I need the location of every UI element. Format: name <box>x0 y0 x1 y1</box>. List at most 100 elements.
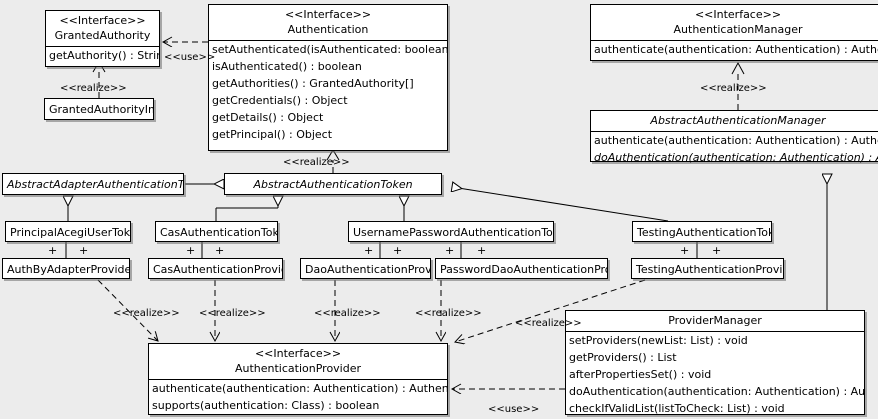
class-header: TestingAuthenticationProvider <box>632 259 783 281</box>
class-box-abstract-authentication-token[interactable]: AbstractAuthenticationToken <box>224 173 442 195</box>
class-header: PasswordDaoAuthenticationProvider <box>436 259 607 281</box>
class-box-dao-authentication-provider[interactable]: DaoAuthenticationProvider <box>300 258 431 279</box>
edge-label-realize-testing: <<realize>> <box>515 318 582 329</box>
operation: authenticate(authentication: Authenticat… <box>594 43 878 56</box>
class-header: DaoAuthenticationProvider <box>301 259 430 281</box>
operation: setAuthenticated(isAuthenticated: boolea… <box>212 43 447 56</box>
operation: afterPropertiesSet() : void <box>569 368 712 381</box>
operations-compartment: setAuthenticated(isAuthenticated: boolea… <box>209 40 447 143</box>
association-marker-plus-testing-right: + <box>712 244 722 257</box>
class-box-testing-authentication-provider[interactable]: TestingAuthenticationProvider <box>631 258 784 279</box>
class-name: AuthenticationManager <box>673 23 803 36</box>
class-box-testing-authentication-token[interactable]: TestingAuthenticationToken <box>632 221 772 242</box>
class-name: AbstractAdapterAuthenticationToken <box>7 178 183 191</box>
class-name: ProviderManager <box>668 314 762 327</box>
class-box-principal-acegi-user-token[interactable]: PrincipalAcegiUserToken <box>5 221 131 242</box>
association-marker-plus-principal-right: + <box>79 244 89 257</box>
class-box-cas-authentication-token[interactable]: CasAuthenticationToken <box>155 221 278 242</box>
operations-compartment: authenticate(authentication: Authenticat… <box>591 40 878 58</box>
operation: checkIfValidList(listToCheck: List) : vo… <box>569 402 785 415</box>
class-header: <<Interface>> GrantedAuthority <box>46 11 159 46</box>
class-box-cas-authentication-provider[interactable]: CasAuthenticationProvider <box>148 258 283 279</box>
class-header: CasAuthenticationProvider <box>149 259 282 281</box>
class-name: Authentication <box>287 23 369 36</box>
class-box-abstract-adapter-authentication-token[interactable]: AbstractAdapterAuthenticationToken <box>2 173 184 195</box>
association-marker-plus-testing-left: + <box>680 244 690 257</box>
edge-label-use-granted: <<use>> <box>164 52 216 63</box>
class-box-password-dao-authentication-provider[interactable]: PasswordDaoAuthenticationProvider <box>435 258 608 279</box>
class-name: AbstractAuthenticationManager <box>650 114 826 127</box>
operation: getDetails() : Object <box>212 111 324 124</box>
class-box-abstract-authentication-manager[interactable]: AbstractAuthenticationManager authenticat… <box>590 110 878 164</box>
class-header: <<Interface>> AuthenticationManager <box>591 5 878 40</box>
association-marker-plus-upat-1: + <box>364 244 374 257</box>
class-box-authentication-provider[interactable]: <<Interface>>AuthenticationProvider authe… <box>148 343 448 415</box>
class-header: TestingAuthenticationToken <box>633 222 771 244</box>
class-header: AbstractAuthenticationManager <box>591 111 878 131</box>
class-name: CasAuthenticationToken <box>160 226 277 239</box>
association-marker-plus-principal-left: + <box>48 244 58 257</box>
class-header: ProviderManager <box>566 311 864 331</box>
class-name: GrantedAuthorityImpl <box>49 103 153 116</box>
operation: getAuthorities() : GrantedAuthority[] <box>212 77 414 90</box>
edge-label-use-providermanager: <<use>> <box>488 404 540 415</box>
operation: getCredentials() : Object <box>212 94 348 107</box>
edge-label-realize-authbyadapter: <<realize>> <box>113 308 180 319</box>
operation: setProviders(newList: List) : void <box>569 334 748 347</box>
class-name: UsernamePasswordAuthenticationToken <box>353 226 553 239</box>
class-box-granted-authority[interactable]: <<Interface>> GrantedAuthority getAuthorit… <box>45 10 160 67</box>
class-name: AbstractAuthenticationToken <box>253 178 413 191</box>
edge-label-realize-abstractmanager: <<realize>> <box>700 83 767 94</box>
operation: doAuthentication(authentication: Authent… <box>569 385 864 398</box>
class-header: PrincipalAcegiUserToken <box>6 222 130 244</box>
class-stereotype: <<Interface>> <box>694 8 782 21</box>
operation: doAuthentication(authentication: Authent… <box>594 151 878 164</box>
operation: authenticate(authentication: Authenticat… <box>594 134 878 147</box>
edge-label-realize-passworddao: <<realize>> <box>415 308 482 319</box>
class-box-auth-by-adapter-provider[interactable]: AuthByAdapterProvider <box>2 258 130 279</box>
class-header: CasAuthenticationToken <box>156 222 277 244</box>
class-stereotype: <<Interface>> <box>284 8 372 21</box>
association-marker-plus-upat-3: + <box>445 244 455 257</box>
class-name: AuthByAdapterProvider <box>7 263 129 276</box>
class-name: GrantedAuthority <box>54 29 151 42</box>
operations-compartment: setProviders(newList: List) : void getPro… <box>566 331 864 417</box>
class-header: AbstractAdapterAuthenticationToken <box>3 174 183 196</box>
operation: supports(authentication: Class) : boolea… <box>152 399 380 412</box>
class-header: UsernamePasswordAuthenticationToken <box>349 222 553 244</box>
class-name: PrincipalAcegiUserToken <box>10 226 130 239</box>
edge-label-realize-cas: <<realize>> <box>199 308 266 319</box>
class-name: TestingAuthenticationToken <box>637 226 771 239</box>
edge-label-realize-grantedimpl: <<realize>> <box>60 83 127 94</box>
operation: isAuthenticated() : boolean <box>212 60 362 73</box>
class-header: <<Interface>>AuthenticationProvider <box>149 344 447 379</box>
class-box-provider-manager[interactable]: ProviderManager setProviders(newList: Lis… <box>565 310 865 415</box>
class-name: DaoAuthenticationProvider <box>305 263 430 276</box>
class-header: GrantedAuthorityImpl <box>45 99 153 121</box>
edge-label-realize-dao: <<realize>> <box>314 308 381 319</box>
class-stereotype: <<Interface>> <box>59 14 146 27</box>
association-marker-plus-upat-2: + <box>393 244 403 257</box>
class-name: PasswordDaoAuthenticationProvider <box>440 263 607 276</box>
operation: getAuthority() : String <box>49 49 159 62</box>
operations-compartment: getAuthority() : String <box>46 46 159 64</box>
class-box-username-password-authentication-token[interactable]: UsernamePasswordAuthenticationToken <box>348 221 554 242</box>
association-marker-plus-cas-left: + <box>186 244 196 257</box>
class-box-granted-authority-impl[interactable]: GrantedAuthorityImpl <box>44 98 154 120</box>
class-name: CasAuthenticationProvider <box>153 263 282 276</box>
class-stereotype: <<Interface>> <box>254 347 342 360</box>
association-marker-plus-upat-4: + <box>477 244 487 257</box>
class-header: AuthByAdapterProvider <box>3 259 129 281</box>
operations-compartment: authenticate(authentication: Authenticat… <box>591 131 878 166</box>
operation: getProviders() : List <box>569 351 677 364</box>
class-header: <<Interface>> Authentication <box>209 5 447 40</box>
class-box-authentication-manager[interactable]: <<Interface>> AuthenticationManager authen… <box>590 4 878 61</box>
association-marker-plus-cas-right: + <box>215 244 225 257</box>
edge-label-realize-abstractauthtoken: <<realize>> <box>283 157 350 168</box>
class-box-authentication[interactable]: <<Interface>> Authentication setAuthentica… <box>208 4 448 151</box>
class-header: AbstractAuthenticationToken <box>225 174 441 196</box>
operation: authenticate(authentication: Authenticat… <box>152 382 447 395</box>
class-name: TestingAuthenticationProvider <box>636 263 783 276</box>
operation: getPrincipal() : Object <box>212 128 333 141</box>
